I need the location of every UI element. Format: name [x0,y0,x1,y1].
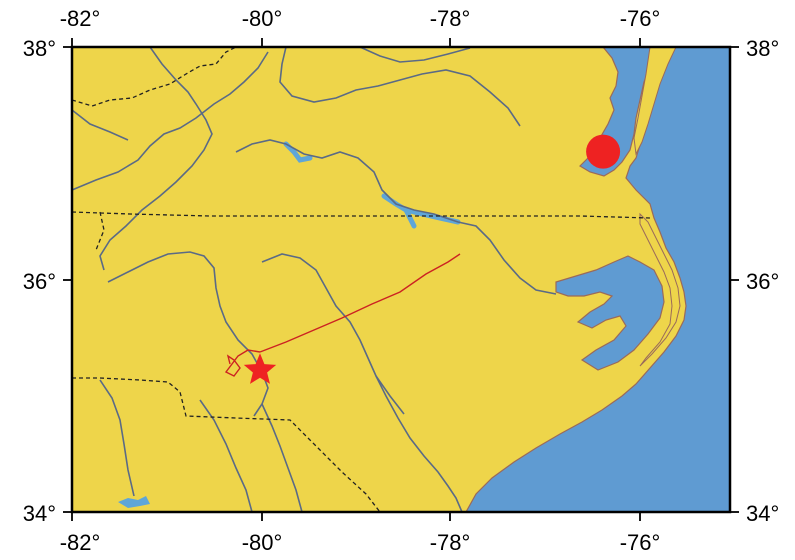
top-tick-label: -82° [60,6,101,31]
bottom-tick-label: -76° [620,530,661,555]
delmarva-peninsula [633,47,677,156]
bottom-axis-labels: -82° -80° -78° -76° [60,530,661,555]
left-tick-label: 34° [23,501,56,526]
rivers [72,47,557,512]
marker-layer [243,134,621,384]
right-tick-label: 36° [746,269,779,294]
state-borders [72,47,651,512]
pamlico-sound [555,255,665,371]
top-axis-labels: -82° -80° -78° -76° [60,6,661,31]
axis-ticks [63,38,739,521]
left-axis-labels: 38° 36° 34° [23,36,56,526]
bottom-tick-label: -80° [242,530,283,555]
left-tick-label: 38° [23,36,56,61]
barrier-islands [639,212,681,367]
right-axis-labels: 38° 36° 34° [746,36,779,526]
right-tick-label: 34° [746,501,779,526]
bottom-tick-label: -82° [60,530,101,555]
storm-track [224,253,461,377]
lake-southwest [118,496,150,508]
star-icon [243,353,277,384]
circle-icon [586,134,621,169]
lake-smith-mountain [283,141,313,163]
top-tick-label: -80° [242,6,283,31]
top-tick-label: -78° [430,6,471,31]
right-tick-label: 38° [746,36,779,61]
left-tick-label: 36° [23,269,56,294]
top-tick-label: -76° [620,6,661,31]
bottom-tick-label: -78° [430,530,471,555]
